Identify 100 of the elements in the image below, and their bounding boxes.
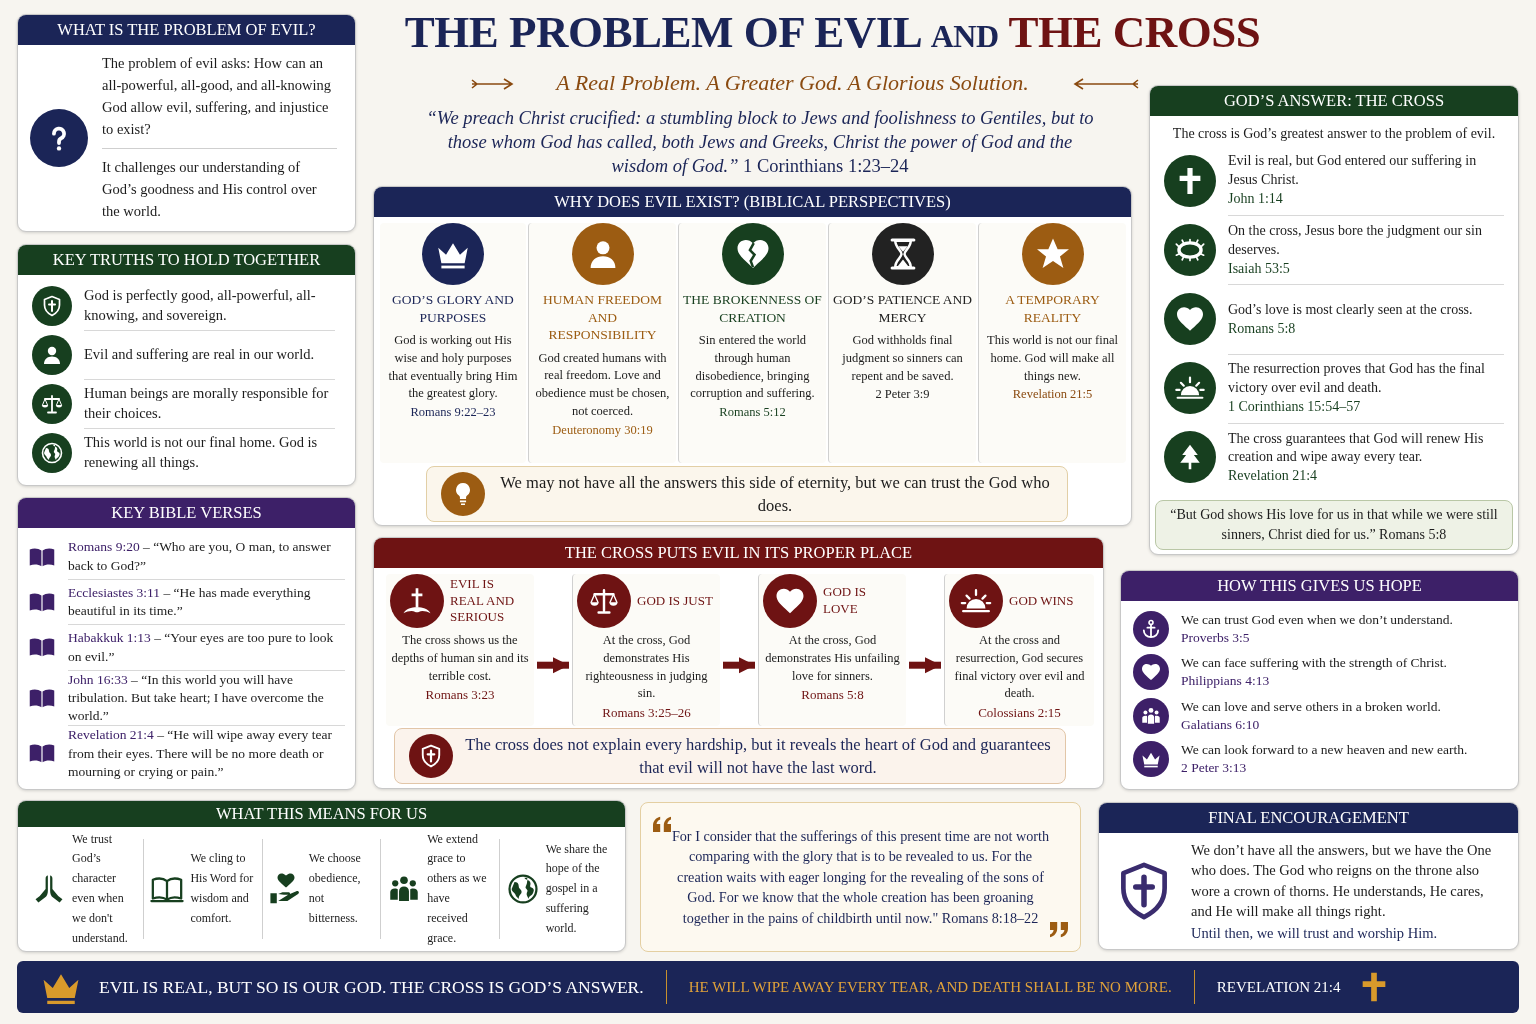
banner-text: HE WILL WIPE AWAY EVERY TEAR, AND DEATH SHALL BE NO MORE. [688,978,1172,996]
scripture-reference: Deuteronomy 30:19 [552,422,653,438]
column-card [386,574,534,726]
item-text: God’s love is most clearly seen at the cross. [1228,300,1474,319]
item-text: We trust God’s character even when we don't understand. [72,830,129,947]
section-panel [373,186,1132,526]
body-text: Sin entered the world through human disobedience, bringing corruption and suffering. [689,332,816,403]
scripture-reference: Colossians 2:15 [978,705,1061,721]
body-text: God withholds final judgment so sinners can repent and be saved. [841,332,964,385]
body-text: At the cross, God demonstrates His unfailing love for sinners. [764,632,901,685]
column-card [978,223,1126,463]
banner-text: REVELATION 21:4 [1216,978,1341,996]
scripture-reference: 2 Peter 3:9 [875,387,930,403]
column-card [758,574,906,726]
body-text: God created humans with real freedom. Love and obedience must be chosen, not coerced. [534,349,671,420]
item-text: Evil and suffering are real in our world. [84,345,316,365]
column-heading: GOD WINS [1009,592,1074,610]
bible-verse-text: Romans 9:20 – “Who are you, O man, to answer back to God?” [68,538,332,575]
scripture-quote: For I consider that the sufferings of this present time are not worth comparing with the glory that is to be revealed to us. For the creation waits with eager longing for the revealing of the sons of God. For we know that the whole creation has been groaning together in the pains of childbirth until now." Romans 8:18–22 [670,826,1051,928]
column-heading: EVIL IS REAL AND SERIOUS [450,575,516,627]
scripture-reference: Romans 3:23 [425,687,495,704]
subtitle: A Real Problem. A Greater God. A Glorious Solution. [554,70,1030,96]
item-text: Evil is real, but God entered our suffering in Jesus Christ. [1228,152,1478,190]
body-text: God is working out His wise and holy purposes that eventually bring Him the greatest glory. [387,332,519,403]
item-text: We share the hope of the gospel in a suffering world. [545,840,609,937]
scripture-reference: John 1:14 [1228,190,1284,209]
item-text: We can look forward to a new heaven and new earth. [1181,741,1469,760]
section-panel [373,537,1104,789]
section-header: WHAT THIS MEANS FOR US [18,801,625,827]
item-text: Human beings are morally responsible for their choices. [84,384,330,423]
callout-text: “But God shows His love for us in that while we were still sinners, Christ died for us.” Romans 5:8 [1170,506,1498,544]
scripture-reference: Romans 3:25–26 [602,705,691,721]
scripture-reference: Revelation 21:4 [1228,467,1319,486]
item-text: We extend grace to others as we have received grace. [427,830,488,947]
banner-text: EVIL IS REAL, BUT SO IS OUR GOD. THE CROSS IS GOD’S ANSWER. [99,976,644,998]
column-card [572,574,720,726]
column-card [380,223,526,463]
column-card [944,574,1094,726]
closing-text: Until then, we will trust and worship Him. [1191,925,1439,943]
column-card [678,223,826,463]
item-text: We can love and serve others in a broken world. [1181,697,1442,716]
body-text: At the cross and resurrection, God secures final victory over evil and death. [953,632,1086,703]
callout-box [426,466,1068,522]
main-title: THE PROBLEM OF EVIL AND THE CROSS [403,6,1262,58]
bible-verse-text: Habakkuk 1:13 – “Your eyes are too pure to look on evil.” [68,629,335,666]
section-panel [1120,570,1519,790]
scripture-reference: Romans 9:22–23 [410,405,496,421]
scripture-reference: Philippians 4:13 [1181,672,1271,691]
item-text: On the cross, Jesus bore the judgment our sin deserves. [1228,221,1483,259]
column-heading: THE BROKENNESS OF CREATION [683,291,822,327]
item-text: The cross guarantees that God will renew His creation and wipe away every tear. [1228,429,1485,467]
body-text: It challenges our understanding of God’s goodness and His control over the world. [102,158,318,221]
column-card [528,223,676,463]
scripture-reference: Revelation 21:5 [1012,387,1093,403]
column-heading: GOD’S GLORY AND PURPOSES [391,291,515,327]
section-header: GOD’S ANSWER: THE CROSS [1150,86,1518,116]
scripture-reference: Isaiah 53:5 [1228,259,1291,278]
item-text: We choose obedience, not bitterness. [308,850,362,927]
scripture-quote: “We preach Christ crucified: a stumbling block to Jews and foolishness to Gentiles, but to those whom God has called, both Jews and Greeks, Christ the power of God and the wisdom of God.” 1 Corinthians 1:23–24 [425,107,1095,179]
callout-box [1155,500,1513,550]
bible-verse-text: Ecclesiastes 3:11 – “He has made everything beautiful in its time.” [68,584,312,621]
section-panel [1149,85,1519,555]
item-text: We can trust God even when we don’t understand. [1181,610,1454,629]
column-card [828,223,976,463]
section-header: THE CROSS PUTS EVIL IN ITS PROPER PLACE [374,538,1103,568]
item-text: We can face suffering with the strength of Christ. [1181,654,1448,673]
section-header: WHY DOES EVIL EXIST? (BIBLICAL PERSPECTIVES) [374,187,1131,217]
body-text: At the cross, God demonstrates His righteousness in judging sin. [584,632,709,703]
scripture-reference: Galatians 6:10 [1181,715,1261,734]
section-header: KEY TRUTHS TO HOLD TOGETHER [18,245,355,275]
body-text: We don’t have all the answers, but we have the One who does. The God who reigns on the throne also wore a crown of thorns. He understands, He cares, and He will make all things right. [1191,840,1493,921]
item-text: This world is not our final home. God is renewing all things. [84,433,319,472]
scripture-reference: Proverbs 3:5 [1181,628,1251,647]
column-heading: GOD’S PATIENCE AND MERCY [833,291,972,327]
item-text: The resurrection proves that God has the final victory over evil and death. [1228,360,1486,398]
section-header: WHAT IS THE PROBLEM OF EVIL? [18,15,355,45]
footer-banner [17,961,1519,1013]
section-header: KEY BIBLE VERSES [18,498,355,528]
column-heading: GOD IS LOVE [823,584,867,618]
scripture-reference: Romans 5:8 [801,687,864,704]
body-text: The cross shows us the depths of human sin and its terrible cost. [390,632,530,685]
column-heading: A TEMPORARY REALITY [1004,291,1101,327]
quote-box [640,802,1081,952]
scripture-reference: Romans 5:8 [1228,319,1297,338]
section-panel [1098,802,1519,950]
body-text: The problem of evil asks: How can an all-powerful, all-good, and all-knowing God allow evil, suffering, and injustice to exist? [102,53,337,150]
bible-verse-text: Revelation 21:4 – “He will wipe away every tear from their eyes. There will be no more death or mourning or crying or pain.” [68,726,333,781]
item-text: God is perfectly good, all-powerful, all-knowing, and sovereign. [84,285,317,325]
scripture-reference: Romans 5:12 [719,405,786,421]
bible-verse-text: John 16:33 – “In this world you will have tribulation. But take heart; I have overcome the world.” [68,670,325,726]
section-header: HOW THIS GIVES US HOPE [1121,571,1518,601]
body-text: This world is not our final home. God will make all things new. [986,332,1119,385]
section-panel [17,497,356,790]
callout-box [394,728,1066,784]
scripture-reference: 2 Peter 3:13 [1181,759,1248,778]
section-panel [17,800,626,952]
callout-text: We may not have all the answers this side of eternity, but we can trust the God who does. [499,471,1051,517]
column-heading: HUMAN FREEDOM AND RESPONSIBILITY [542,291,663,344]
column-heading: GOD IS JUST [637,592,713,610]
item-text: We cling to His Word for wisdom and comfort. [190,850,255,927]
